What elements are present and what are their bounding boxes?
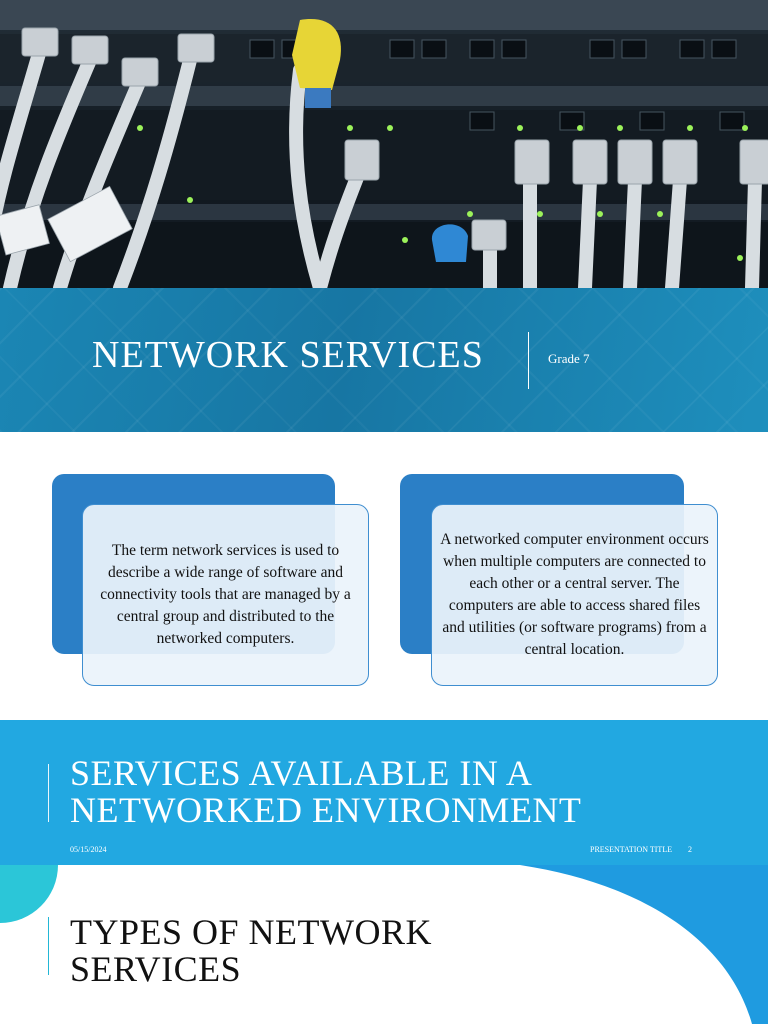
slide-types-of-services: TYPES OF NETWORK SERVICES	[0, 865, 768, 1024]
section-title-line-2: NETWORKED ENVIRONMENT	[70, 790, 582, 830]
slide-definitions: The term network services is used to des…	[0, 432, 768, 720]
title-accent-bar	[48, 764, 49, 822]
definition-card-right: A networked computer environment occurs …	[431, 504, 718, 686]
title-accent-bar	[48, 917, 49, 975]
presentation-title: NETWORK SERVICES	[92, 334, 484, 376]
section-title-line-1: SERVICES AVAILABLE IN A	[70, 753, 533, 793]
section-title: TYPES OF NETWORK SERVICES	[70, 914, 432, 988]
section-title-line-2: SERVICES	[70, 949, 242, 989]
slide-services-available: SERVICES AVAILABLE IN A NETWORKED ENVIRO…	[0, 720, 768, 865]
title-band	[0, 288, 768, 432]
patch-panel-illustration	[0, 0, 768, 288]
definition-text-network-services: The term network services is used to des…	[100, 542, 351, 647]
accent-circle-shape	[0, 865, 58, 923]
footer-page-number: 2	[688, 845, 692, 854]
footer-presentation-title: PRESENTATION TITLE	[590, 845, 673, 854]
definition-card-left: The term network services is used to des…	[82, 504, 369, 686]
title-divider	[528, 332, 529, 389]
section-title-line-1: TYPES OF NETWORK	[70, 912, 433, 952]
network-cables-photo	[0, 0, 768, 288]
definition-text-networked-environment: A networked computer environment occurs …	[440, 531, 709, 658]
presentation-subtitle: Grade 7	[548, 351, 590, 366]
section-title: SERVICES AVAILABLE IN A NETWORKED ENVIRO…	[70, 755, 581, 829]
footer-date: 05/15/2024	[70, 845, 107, 854]
slide-title: NETWORK SERVICES Grade 7	[0, 0, 768, 432]
decorative-shapes	[0, 865, 768, 1024]
swoosh-shape	[520, 865, 768, 1024]
